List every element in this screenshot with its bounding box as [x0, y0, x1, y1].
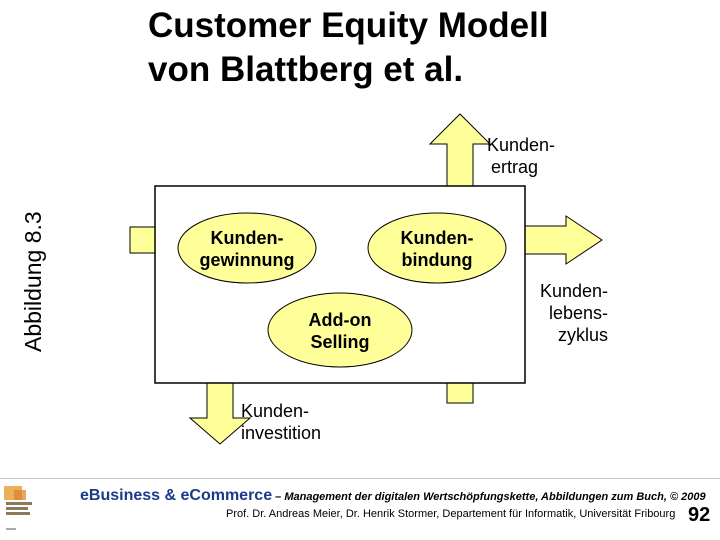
kundeninvestition-line-1: Kunden-	[241, 401, 310, 421]
kundenlebenszyklus-line-2: lebens-	[549, 303, 609, 323]
addon-line-1: Add-on	[308, 310, 372, 330]
footer-authors: Prof. Dr. Andreas Meier, Dr. Henrik Stor…	[226, 508, 676, 520]
kundenlebenszyklus-label: Kunden- lebens- zyklus	[540, 280, 608, 346]
bindung-line-2: bindung	[401, 250, 473, 270]
kundenertrag-label: Kunden- ertrag	[487, 134, 555, 178]
lebenszyklus-arrow-right	[523, 215, 603, 265]
bindung-text: Kunden- bindung	[368, 227, 506, 271]
kundeninvestition-line-2: investition	[241, 423, 322, 443]
footer-subtitle: – Management der digitalen Wertschöpfung…	[272, 491, 706, 503]
bindung-line-1: Kunden-	[400, 228, 474, 248]
gewinnung-text: Kunden- gewinnung	[178, 227, 316, 271]
ertrag-arrow-up	[428, 113, 492, 187]
title-line-2: von Blattberg et al.	[148, 50, 464, 89]
addon-ellipse	[267, 292, 413, 368]
addon-line-2: Selling	[310, 332, 370, 352]
kundenlebenszyklus-line-3: zyklus	[558, 325, 609, 345]
footer-separator	[0, 478, 720, 479]
gewinnung-line-1: Kunden-	[210, 228, 284, 248]
kundenlebenszyklus-line-1: Kunden-	[540, 281, 609, 301]
kundenertrag-line-2: ertrag	[491, 157, 539, 177]
gewinnung-ellipse	[177, 212, 317, 284]
gewinnung-line-2: gewinnung	[199, 250, 295, 270]
footer-title: eBusiness & eCommerce – Management der d…	[80, 487, 706, 505]
kundeninvestition-label: Kunden- investition	[241, 400, 321, 444]
page-number: 92	[688, 504, 711, 526]
title-line-1: Customer Equity Modell	[148, 6, 549, 45]
addon-text: Add-on Selling	[268, 309, 412, 353]
university-logo-icon	[2, 484, 42, 536]
bottom-stub	[446, 382, 474, 404]
investition-arrow-down	[188, 382, 252, 445]
bindung-ellipse	[367, 212, 507, 284]
kundenertrag-line-1: Kunden-	[487, 135, 556, 155]
slide-title: Customer Equity Modell von Blattberg et …	[148, 4, 549, 92]
footer-brand: eBusiness & eCommerce	[80, 487, 273, 504]
